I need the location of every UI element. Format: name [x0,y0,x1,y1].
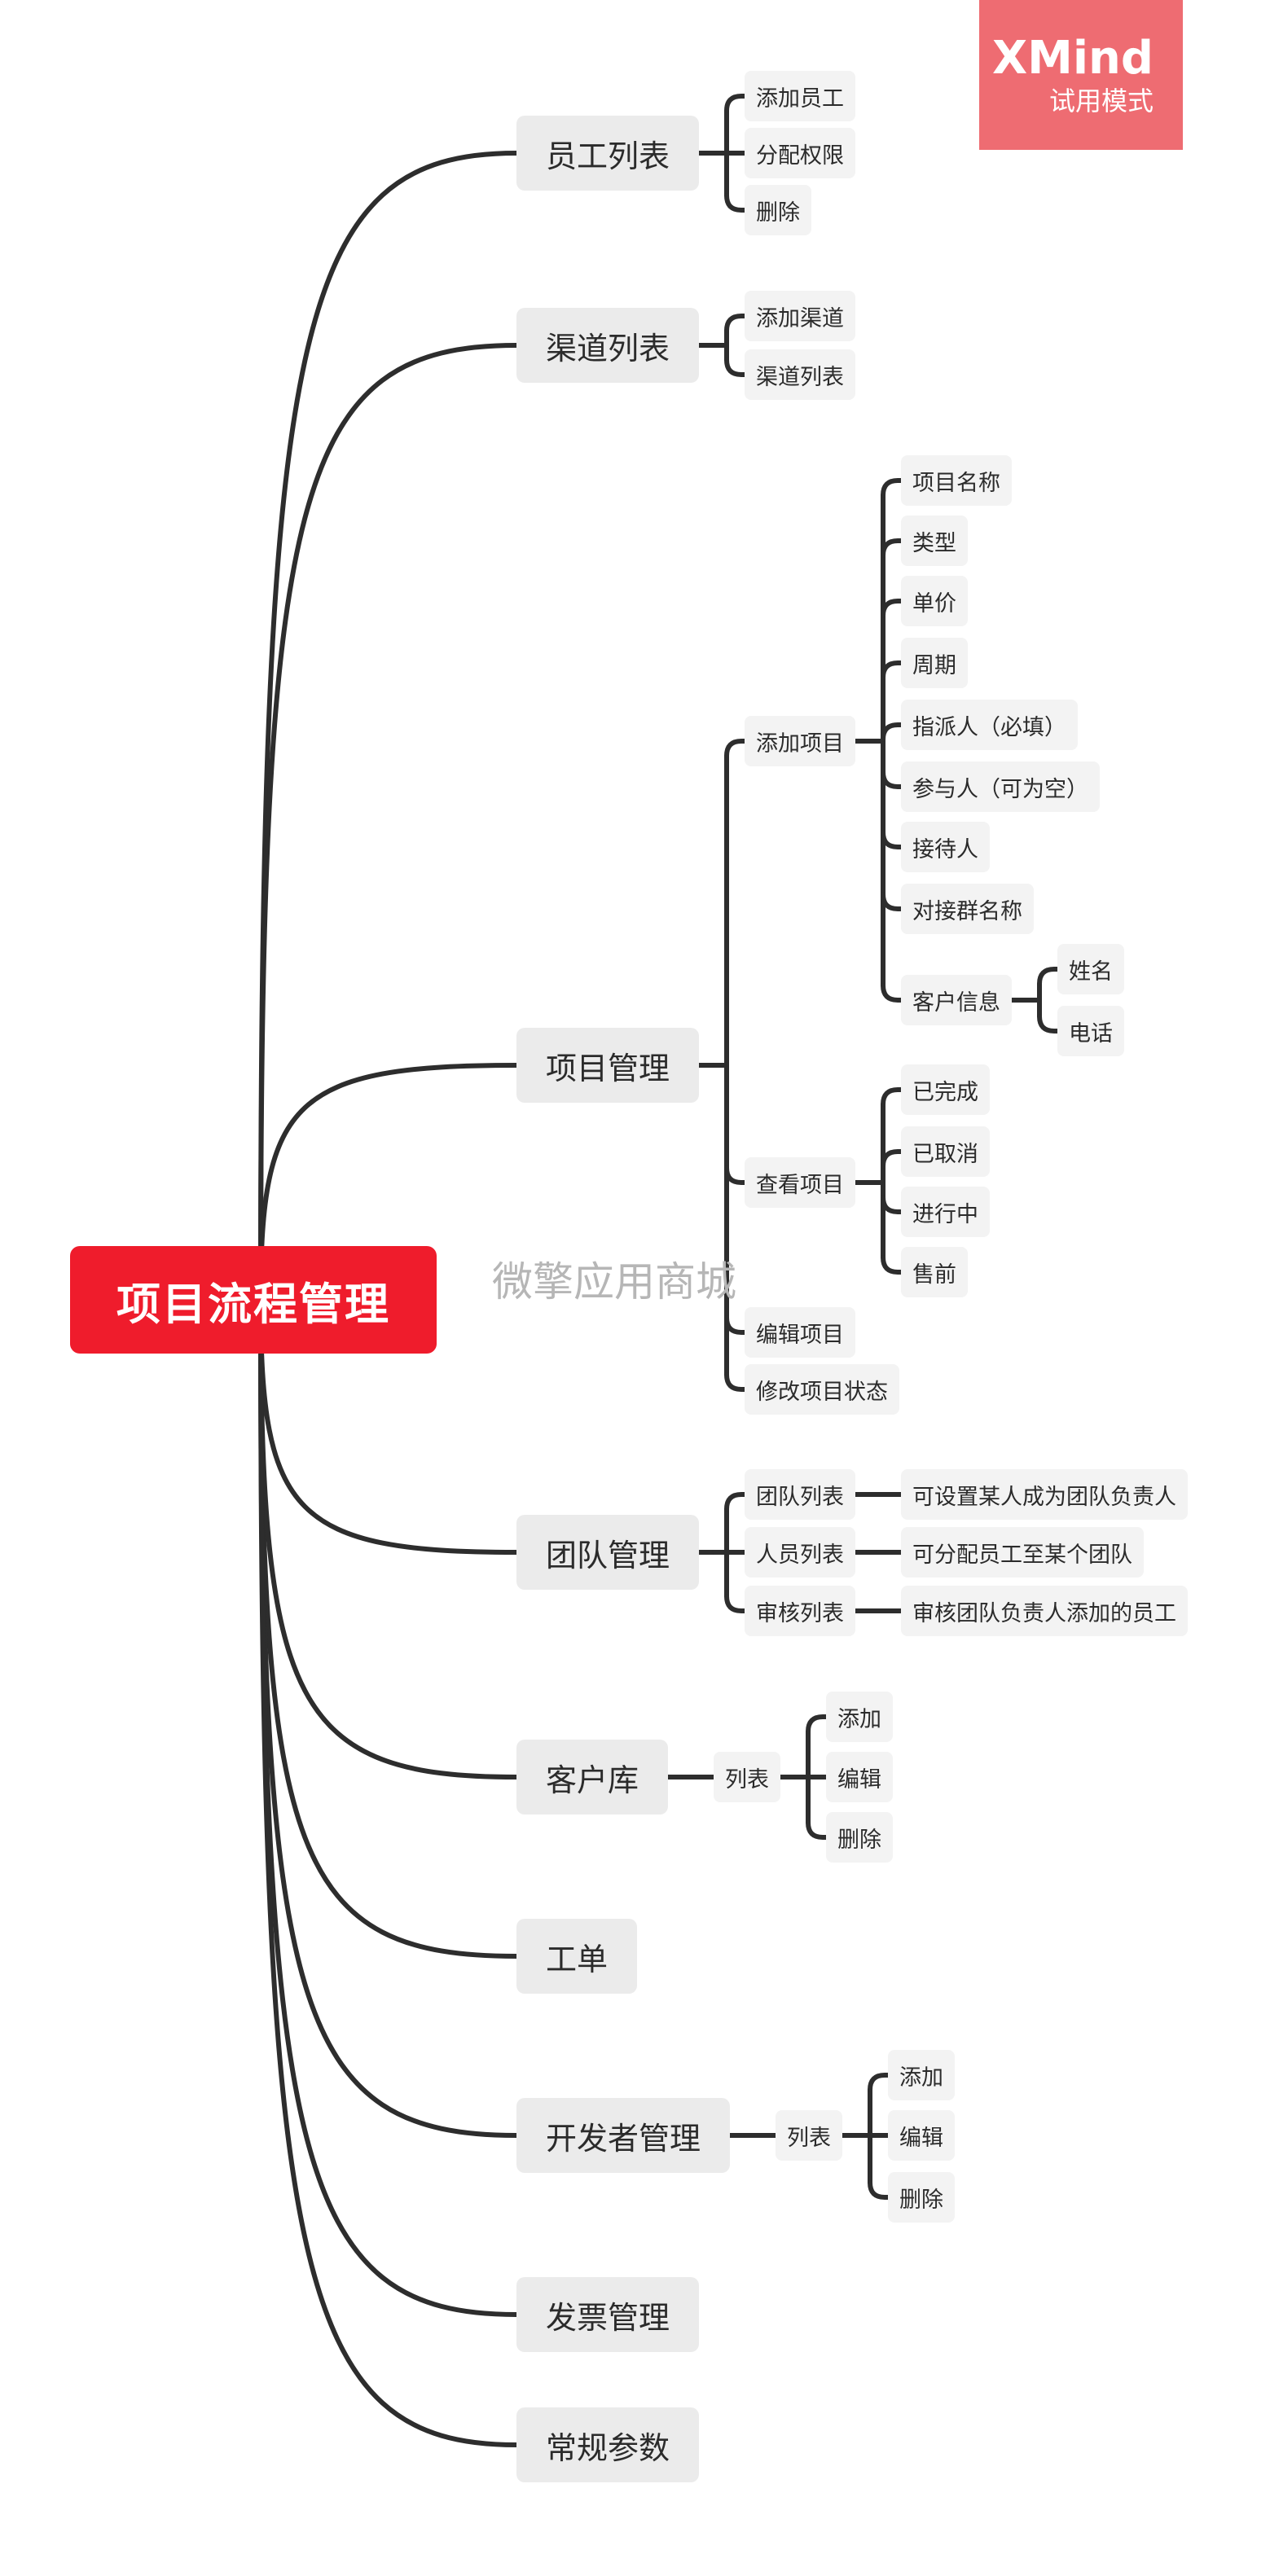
subtopic[interactable]: 添加 [888,2050,955,2100]
connector-line [258,1297,519,2138]
subtopic[interactable]: 项目名称 [901,455,1012,506]
subtopic[interactable]: 指派人（必填） [901,700,1078,750]
subtopic[interactable]: 删除 [826,1812,893,1863]
connector-line [258,1297,519,1780]
subtopic[interactable]: 列表 [714,1752,780,1802]
connector-line [881,1087,903,1107]
connector-line [806,1714,828,1734]
subtopic[interactable]: 人员列表 [745,1527,855,1578]
subtopic[interactable]: 分配权限 [745,128,855,178]
subtopic[interactable]: 客户信息 [901,975,1012,1025]
subtopic[interactable]: 已完成 [901,1064,990,1115]
subtopic[interactable]: 对接群名称 [901,884,1034,934]
connector-line [258,1297,519,2317]
connector-line [724,1165,747,1185]
xmind-brand: XMind [991,32,1154,85]
topic-1[interactable]: 员工列表 [516,116,700,191]
subtopic[interactable]: 参与人（可为空） [901,761,1100,812]
connector-line [881,660,903,680]
connector-line [1037,967,1060,986]
topic-9[interactable]: 常规参数 [516,2407,700,2482]
subtopic[interactable]: 审核列表 [745,1586,855,1636]
connector-line [868,2073,890,2092]
trial-mode-label: 试用模式 [1048,86,1154,116]
subtopic[interactable]: 添加 [826,1692,893,1742]
connector-line [724,1492,747,1512]
topic-4[interactable]: 团队管理 [516,1515,700,1590]
connector-line [258,1063,519,1302]
subtopic[interactable]: 已取消 [901,1126,990,1177]
root-topic[interactable]: 项目流程管理 [70,1246,437,1354]
connector-line [724,1315,747,1335]
connector-line [881,599,903,618]
subtopic[interactable]: 渠道列表 [745,349,855,400]
subtopic[interactable]: 进行中 [901,1187,990,1237]
subtopic[interactable]: 审核团队负责人添加的员工 [901,1586,1188,1636]
connector-line [1037,1014,1060,1033]
subtopic[interactable]: 添加渠道 [745,291,855,341]
watermark: 微擎应用商城 [492,1258,736,1306]
connector-line [258,1297,519,1959]
subtopic[interactable]: 接待人 [901,822,990,872]
subtopic[interactable]: 编辑 [826,1752,893,1802]
topic-5[interactable]: 客户库 [516,1740,669,1815]
subtopic[interactable]: 修改项目状态 [745,1364,899,1415]
topic-8[interactable]: 发票管理 [516,2277,700,2352]
connector-line [258,1297,519,2447]
subtopic[interactable]: 删除 [745,185,811,235]
connector-line [881,983,903,1003]
topic-2[interactable]: 渠道列表 [516,308,700,383]
connector-line [881,538,903,558]
subtopic[interactable]: 电话 [1057,1006,1124,1056]
connector-line [881,722,903,742]
topic-7[interactable]: 开发者管理 [516,2098,731,2173]
connector-line [881,770,903,789]
subtopic[interactable]: 添加项目 [745,716,855,766]
xmind-trial-badge: XMind 试用模式 [979,0,1183,150]
connector-line [724,1594,747,1613]
subtopic[interactable]: 单价 [901,576,968,626]
connector-line [724,358,747,377]
connector-line [724,739,747,758]
connector-line [724,314,747,333]
connector-line [881,1255,903,1275]
connector-line [868,2180,890,2200]
connector-line [881,478,903,498]
subtopic[interactable]: 姓名 [1057,944,1124,994]
connector-line [724,94,747,113]
connector-line [881,892,903,911]
subtopic[interactable]: 团队列表 [745,1469,855,1520]
subtopic[interactable]: 编辑项目 [745,1307,855,1358]
subtopic[interactable]: 删除 [888,2172,955,2223]
subtopic[interactable]: 列表 [776,2110,842,2161]
connector-line [806,1820,828,1840]
connector-line [881,830,903,849]
subtopic[interactable]: 可设置某人成为团队负责人 [901,1469,1188,1520]
topic-6[interactable]: 工单 [516,1919,638,1994]
subtopic[interactable]: 可分配员工至某个团队 [901,1527,1144,1578]
connector-line [724,1372,747,1392]
subtopic[interactable]: 售前 [901,1247,968,1297]
subtopic[interactable]: 查看项目 [745,1157,855,1208]
connector-line [881,1195,903,1214]
connector-line [258,151,519,1302]
topic-3[interactable]: 项目管理 [516,1028,700,1103]
connector-line [724,193,747,213]
subtopic[interactable]: 周期 [901,638,968,688]
subtopic[interactable]: 编辑 [888,2110,955,2161]
connector-line [258,343,519,1302]
connector-line [881,1149,903,1169]
subtopic[interactable]: 添加员工 [745,71,855,121]
subtopic[interactable]: 类型 [901,516,968,566]
